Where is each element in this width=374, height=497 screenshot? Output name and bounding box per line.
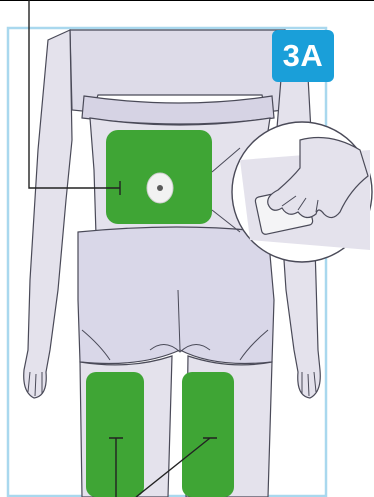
navel-center: [157, 185, 163, 191]
shorts: [78, 227, 274, 364]
injection-site-right-thigh: [182, 372, 234, 497]
step-badge: 3A: [272, 30, 334, 82]
injection-site-left-thigh: [86, 372, 144, 497]
